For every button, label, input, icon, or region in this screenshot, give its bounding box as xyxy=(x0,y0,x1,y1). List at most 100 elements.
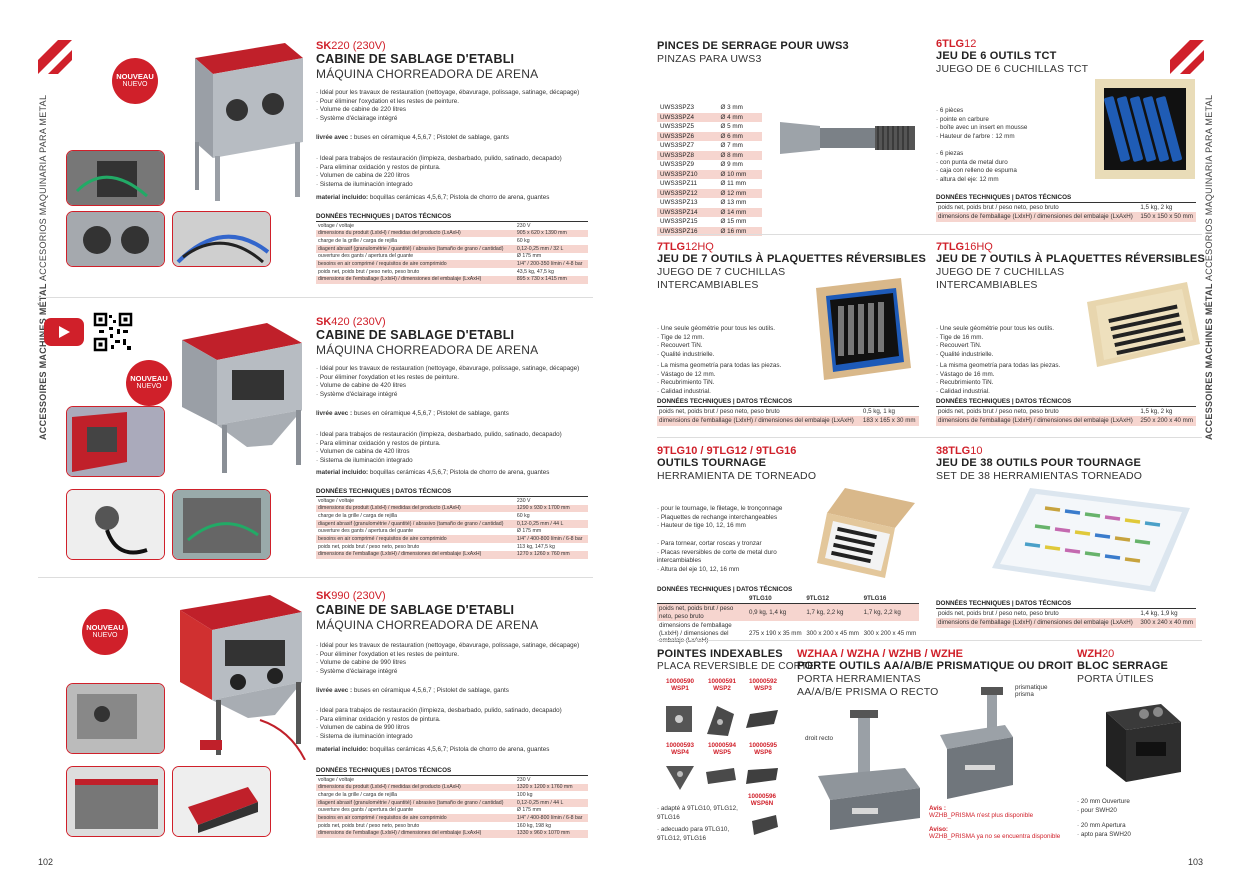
divider xyxy=(657,640,1202,641)
sk220-detail-image-1 xyxy=(66,150,165,206)
product-title-fr: JEU DE 38 OUTILS POUR TOURNAGE xyxy=(936,457,1142,469)
label-straight: droit recto xyxy=(805,735,833,742)
clamp-block-image xyxy=(1106,704,1181,782)
divider xyxy=(38,577,593,578)
bullets-es: Ideal para trabajos de restauración (lim… xyxy=(316,431,588,465)
product-title-fr: CABINE DE SABLAGE D'ETABLI xyxy=(316,52,515,66)
product-title-fr: BLOC SERRAGE xyxy=(1077,660,1169,672)
spec-block: DONNÉES TECHNIQUES | DATOS TÉCNICOS poid… xyxy=(936,600,1196,628)
sk420-detail-image-2 xyxy=(66,489,165,560)
label-prismatic: prismatique prisma xyxy=(1015,684,1048,698)
product-title-es: PINZAS PARA UWS3 xyxy=(657,53,762,65)
delivery-fr: livrée avec : buses en céramique 4,5,6,7… xyxy=(316,687,509,694)
spec-table: poids net, poids brut / peso neto, peso … xyxy=(936,407,1196,426)
product-title-es: MÁQUINA CHORREADORA DE ARENA xyxy=(316,343,539,357)
product-voltage: 420 (230V) xyxy=(331,316,386,328)
tool-holder-prismatic-image xyxy=(940,687,1013,799)
bullets-es: Para tornear, cortar roscas y tronzarPla… xyxy=(657,540,817,574)
spec-block: DONNÉES TECHNIQUES | DATOS TÉCNICOS volt… xyxy=(316,488,588,559)
product-title-es: PORTA ÚTILES xyxy=(1077,673,1154,685)
product-code: SK xyxy=(316,316,332,328)
bullets-fr: Une seule géométrie pour tous les outils… xyxy=(657,325,807,359)
bullets-fr: Idéal pour les travaux de restauration (… xyxy=(316,89,588,123)
delivery-fr: livrée avec : buses en céramique 4,5,6,7… xyxy=(316,134,509,141)
product-title-fr: POINTES INDEXABLES xyxy=(657,648,783,660)
product-title-fr: JEU DE 7 OUTILS À PLAQUETTES RÉVERSIBLES xyxy=(657,253,926,265)
tool-set-38-image xyxy=(992,488,1190,592)
spec-block: DONNÉES TECHNIQUES | DATOS TÉCNICOS 9TLG… xyxy=(657,586,919,646)
product-title-es: SET DE 38 HERRAMIENTAS TORNEADO xyxy=(936,470,1143,482)
youtube-play-button[interactable] xyxy=(44,318,84,346)
sk220-detail-image-3 xyxy=(172,211,271,267)
product-title-fr: JEU DE 7 OUTILS À PLAQUETTES RÉVERSIBLES xyxy=(936,253,1205,265)
collet-image xyxy=(780,122,915,154)
sidebar-label-left: ACCESSOIRES MACHINES MÉTAL ACCESORIOS MA… xyxy=(38,94,48,440)
reversible-tool-set-12-image xyxy=(816,278,911,380)
product-title-es: MÁQUINA CHORREADORA DE ARENA xyxy=(316,67,539,81)
sandblast-cabinet-sk990-image xyxy=(180,595,306,760)
sidebar-label-right: ACCESSOIRES MACHINES MÉTAL ACCESORIOS MA… xyxy=(1204,94,1214,440)
product-title-fr: JEU DE 6 OUTILS TCT xyxy=(936,50,1057,62)
notice-fr: Avis :WZHB_PRISMA n'est plus disponible xyxy=(929,805,1034,819)
product-title-es: JUEGO DE 7 CUCHILLAS INTERCAMBIABLES xyxy=(657,266,786,292)
sk990-detail-image-1 xyxy=(66,683,165,754)
page-number-left: 102 xyxy=(38,857,54,867)
product-code: WZHAA / WZHA / WZHB / WZHE xyxy=(797,648,963,660)
bullets-es: Ideal para trabajos de restauración (lim… xyxy=(316,707,588,741)
divider xyxy=(657,437,1202,438)
play-icon xyxy=(59,326,70,338)
delivery-es: material incluido: boquillas cerámicas 4… xyxy=(316,746,550,753)
divider xyxy=(657,234,1202,235)
notice-es: Aviso:WZHB_PRISMA ya no se encuentra dis… xyxy=(929,826,1061,840)
bullets-es: La misma geometría para todas las piezas… xyxy=(657,362,807,396)
spec-block: DONNÉES TECHNIQUES | DATOS TÉCNICOS volt… xyxy=(316,213,588,284)
spec-block: DONNÉES TECHNIQUES | DATOS TÉCNICOS poid… xyxy=(657,398,919,426)
bullets-fr: Idéal pour les travaux de restauration (… xyxy=(316,365,588,399)
product-title-es: PORTA HERRAMIENTAS AA/A/B/E PRISMA O REC… xyxy=(797,673,939,699)
bullets-es: 6 piezascon punta de metal durocaja con … xyxy=(936,150,1076,184)
delivery-es: material incluido: boquillas cerámicas 4… xyxy=(316,469,550,476)
bullets-fr: 6 piècespointe en carbureboîte avec un i… xyxy=(936,107,1076,141)
tool-holder-straight-image xyxy=(818,710,920,830)
bullets-es: Ideal para trabajos de restauración (lim… xyxy=(316,155,588,189)
divider xyxy=(38,297,593,298)
spec-table: poids net, poids brut / peso neto, peso … xyxy=(657,407,919,426)
spec-block: DONNÉES TECHNIQUES | DATOS TÉCNICOS poid… xyxy=(936,194,1196,222)
product-title-fr: PINCES DE SERRAGE POUR UWS3 xyxy=(657,40,849,52)
sk990-detail-image-3 xyxy=(172,766,271,837)
spec-block: DONNÉES TECHNIQUES | DATOS TÉCNICOS poid… xyxy=(936,398,1196,426)
bullets-es: 20 mm Aperturaapto para SWH20 xyxy=(1077,822,1177,839)
product-code: SK xyxy=(316,40,332,52)
tct-tool-set-image xyxy=(1095,79,1195,179)
inserts-row-1-image xyxy=(666,706,778,736)
qr-code-icon[interactable] xyxy=(93,312,133,352)
brand-stripes-icon xyxy=(1170,40,1204,74)
sandblast-cabinet-sk220-image xyxy=(195,43,303,201)
page-number-right: 103 xyxy=(1188,857,1204,867)
product-voltage: 990 (230V) xyxy=(331,590,386,602)
bullets-fr: pour le tournage, le filetage, le tronço… xyxy=(657,505,817,531)
bullets-es: La misma geometría para todas las piezas… xyxy=(936,362,1086,396)
bullets-fr: Une seule géométrie pour tous les outils… xyxy=(936,325,1086,359)
product-title-es: JUEGO DE 7 CUCHILLAS INTERCAMBIABLES xyxy=(936,266,1065,292)
